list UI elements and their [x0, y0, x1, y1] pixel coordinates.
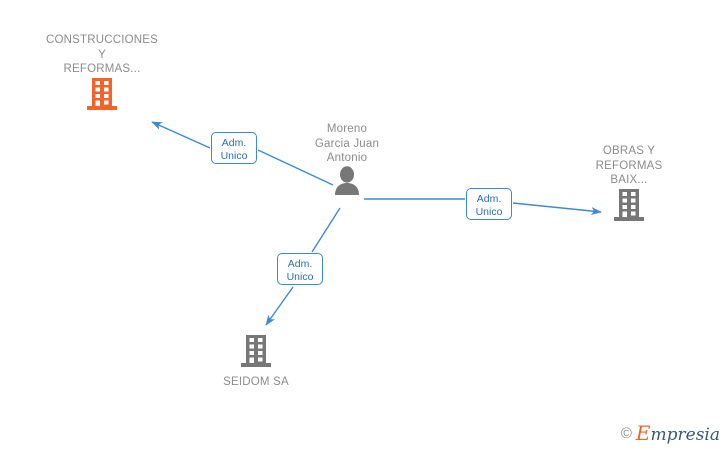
brand-initial: E [635, 421, 651, 445]
node-label-construcciones: CONSTRUCCIONES Y REFORMAS... [45, 34, 159, 75]
company-building-icon [22, 77, 182, 116]
relation-chip-seidom[interactable]: Adm. Unico [277, 253, 323, 285]
graph-node-person[interactable]: Moreno Garcia Juan Antonio [267, 122, 427, 201]
graph-node-construcciones[interactable]: CONSTRUCCIONES Y REFORMAS... [22, 33, 182, 116]
person-icon [267, 165, 427, 201]
node-label-person: Moreno Garcia Juan Antonio [314, 123, 380, 164]
relation-chip-obras[interactable]: Adm. Unico [466, 188, 512, 220]
empresia-watermark: © Empresia [621, 423, 720, 444]
company-building-icon [549, 188, 709, 227]
brand-logo-text: Empresia [636, 423, 720, 444]
relation-chip-construcciones[interactable]: Adm. Unico [211, 132, 257, 164]
node-label-seidom: SEIDOM SA [223, 376, 289, 388]
company-building-icon [176, 334, 336, 373]
copyright-icon: © [620, 425, 632, 442]
graph-node-seidom[interactable]: SEIDOM SA [176, 334, 336, 390]
graph-node-obras[interactable]: OBRAS Y REFORMAS BAIX... [549, 144, 709, 227]
node-label-obras: OBRAS Y REFORMAS BAIX... [595, 145, 663, 186]
brand-rest: mpresia [650, 425, 721, 445]
